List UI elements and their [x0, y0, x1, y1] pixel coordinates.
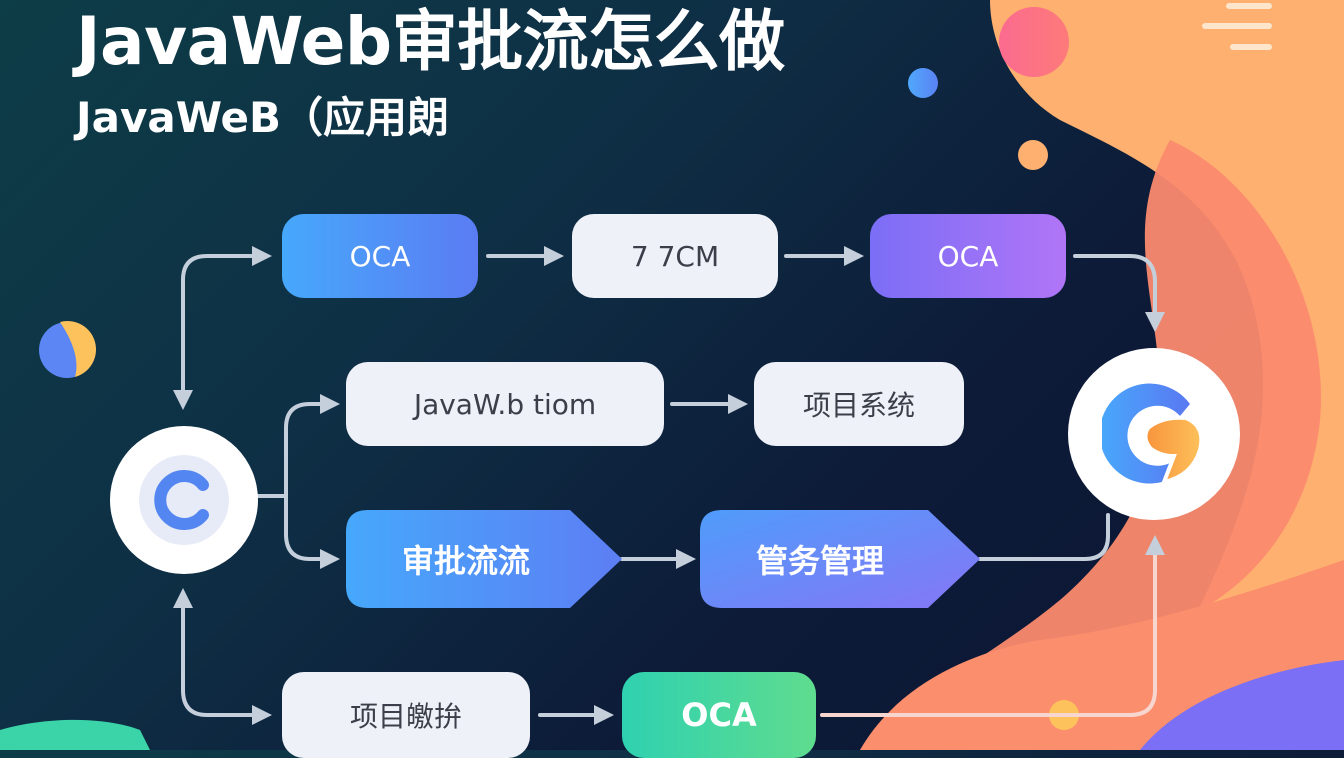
orange-dot [1018, 140, 1048, 170]
node-label: OCA [681, 696, 757, 734]
flow-node-7cm[interactable]: 7 7CM [572, 214, 778, 298]
green-blob [0, 719, 150, 750]
flow-node-project-system[interactable]: 项目系统 [754, 362, 964, 446]
page-subtitle: JavaWeB（应用朗 [76, 93, 450, 142]
node-label: 项目系统 [802, 389, 915, 422]
flow-node-javaweb[interactable]: JavaW.b tiom [346, 362, 664, 446]
pink-dot [999, 7, 1069, 77]
end-node[interactable] [1068, 348, 1240, 520]
flow-node-oca-1[interactable]: OCA [282, 214, 478, 298]
flow-node-task-mgmt[interactable]: 管务管理 [700, 510, 950, 608]
node-label: 项目皦拚 [349, 700, 462, 733]
task-mgmt-shape [700, 510, 980, 608]
node-label: OCA [937, 239, 999, 273]
blue-dot [908, 68, 938, 98]
page-title: JavaWeb审批流怎么做 [76, 3, 785, 80]
node-label: 审批流流 [401, 542, 530, 580]
node-label: 7 7CM [630, 239, 720, 273]
salmon-blob [860, 140, 1321, 750]
node-label: 管务管理 [755, 542, 884, 580]
g-logo-icon [1102, 383, 1204, 485]
c-logo-icon [139, 455, 229, 545]
approval-flow-shape [346, 510, 622, 608]
start-node[interactable] [110, 426, 258, 574]
flow-node-oca-3[interactable]: OCA [622, 672, 816, 758]
flow-node-oca-2[interactable]: OCA [870, 214, 1066, 298]
menu-icon[interactable] [1200, 0, 1280, 60]
flow-node-approval[interactable]: 审批流流 [346, 510, 596, 608]
violet-blob [1140, 660, 1344, 750]
node-label: OCA [349, 239, 411, 273]
flow-node-project-plan[interactable]: 项目皦拚 [282, 672, 530, 758]
half-dot [39, 320, 97, 378]
node-label: JavaW.b tiom [413, 387, 597, 421]
